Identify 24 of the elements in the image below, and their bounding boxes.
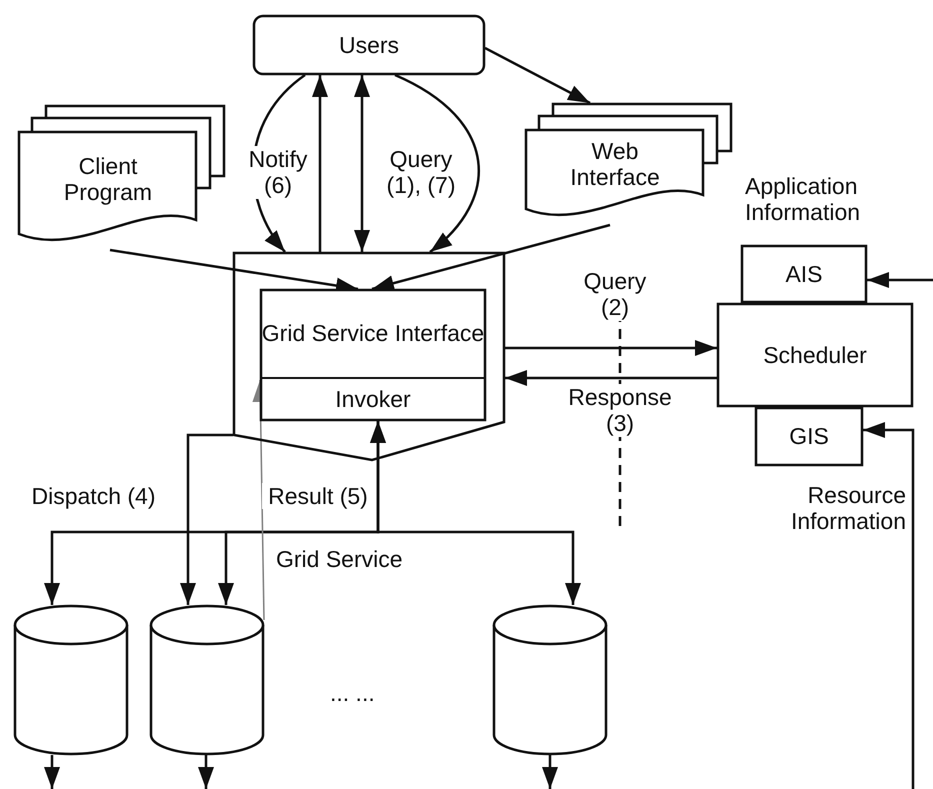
- arrow: [372, 224, 610, 292]
- arrow: [863, 422, 914, 789]
- arrow: [354, 75, 370, 252]
- node-label: Invoker: [335, 386, 411, 412]
- arrow: [370, 421, 581, 605]
- arrow: [484, 46, 591, 104]
- arrow: [505, 340, 717, 356]
- arrow: [867, 272, 933, 288]
- node-label: Users: [338, 32, 400, 58]
- arrow: [505, 370, 717, 386]
- node-caption: Resource Information: [790, 482, 906, 535]
- arrow: [312, 75, 328, 252]
- node-label: GIS: [789, 423, 829, 450]
- arrow: [198, 755, 214, 789]
- arrow: [394, 74, 480, 253]
- arrow: [44, 755, 60, 789]
- arrow: [180, 434, 233, 605]
- node-label: Scheduler: [763, 342, 867, 368]
- node-label: Client Program: [62, 152, 154, 206]
- node-label: Web Interface: [569, 138, 661, 190]
- arrow: [542, 755, 558, 789]
- node-label: AIS: [785, 260, 823, 288]
- node-label: Grid Service Interface: [262, 320, 484, 346]
- node-caption: Application Information: [745, 173, 862, 226]
